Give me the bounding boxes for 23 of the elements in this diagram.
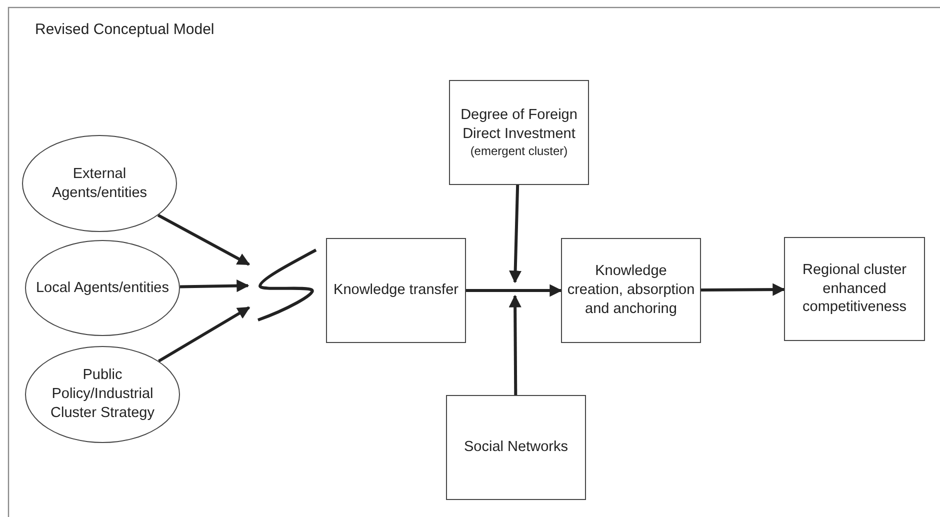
node-label: Knowledge creation, absorption and anchoring xyxy=(566,262,696,319)
squiggle-shape xyxy=(256,248,318,322)
process-box xyxy=(326,238,466,343)
node-label: Public Policy/Industrial Cluster Strategy xyxy=(50,366,156,423)
arrow xyxy=(466,284,562,297)
node-label: Local Agents/entities xyxy=(36,278,169,298)
arrow xyxy=(180,280,250,292)
process-box xyxy=(446,395,586,500)
node-label: Social Networks xyxy=(464,438,568,457)
node-label: Knowledge transfer xyxy=(334,281,458,300)
arrow xyxy=(700,283,786,296)
arrow xyxy=(509,184,522,284)
diagram-title: Revised Conceptual Model xyxy=(35,21,214,38)
node-label: External Agents/entities xyxy=(50,164,148,202)
process-box xyxy=(561,238,701,343)
arrow xyxy=(157,214,250,266)
process-box xyxy=(449,80,589,185)
arrow xyxy=(158,306,250,362)
node-note: (emergent cluster) xyxy=(470,144,568,160)
node-label: Degree of Foreign Direct Investment xyxy=(460,106,578,144)
arrow xyxy=(508,294,522,396)
node-label: Regional cluster enhanced competitiveness xyxy=(802,260,908,318)
process-box xyxy=(784,237,925,341)
